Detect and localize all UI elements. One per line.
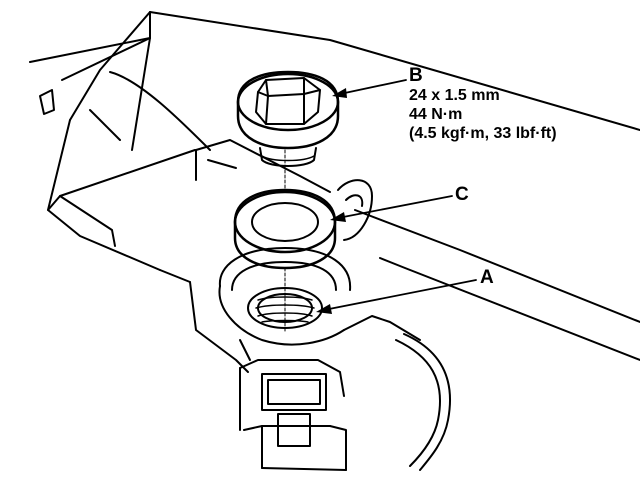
bolt-size-spec: 24 x 1.5 mm bbox=[409, 87, 500, 104]
wire-harness bbox=[395, 333, 452, 471]
leader-line-a bbox=[323, 279, 477, 311]
arrowhead-b bbox=[332, 88, 347, 98]
callout-letter-a: A bbox=[480, 267, 494, 288]
callout-a: A bbox=[480, 268, 494, 288]
torque-spec-nm: 44 N·m bbox=[409, 106, 463, 123]
drain-bolt bbox=[236, 70, 340, 167]
leader-line-c bbox=[337, 195, 453, 219]
leader-arrowheads bbox=[316, 88, 347, 314]
side-bracket bbox=[337, 179, 373, 241]
housing-body bbox=[29, 11, 640, 373]
housing-rib bbox=[195, 139, 331, 193]
arrowhead-a bbox=[316, 304, 332, 314]
leader-line-b bbox=[339, 79, 407, 95]
drain-boss bbox=[218, 247, 421, 361]
connector-bracket bbox=[239, 359, 347, 471]
callout-c: C bbox=[455, 185, 469, 205]
callout-letter-c: C bbox=[455, 184, 469, 205]
callout-b: B 24 x 1.5 mm 44 N·m (4.5 kgf·m, 33 lbf·… bbox=[409, 66, 557, 143]
arrowhead-c bbox=[330, 212, 346, 222]
leader-lines bbox=[323, 79, 477, 311]
callout-letter-b: B bbox=[409, 65, 423, 86]
torque-spec-alt: (4.5 kgf·m, 33 lbf·ft) bbox=[409, 125, 557, 142]
sealing-washer bbox=[233, 188, 337, 270]
